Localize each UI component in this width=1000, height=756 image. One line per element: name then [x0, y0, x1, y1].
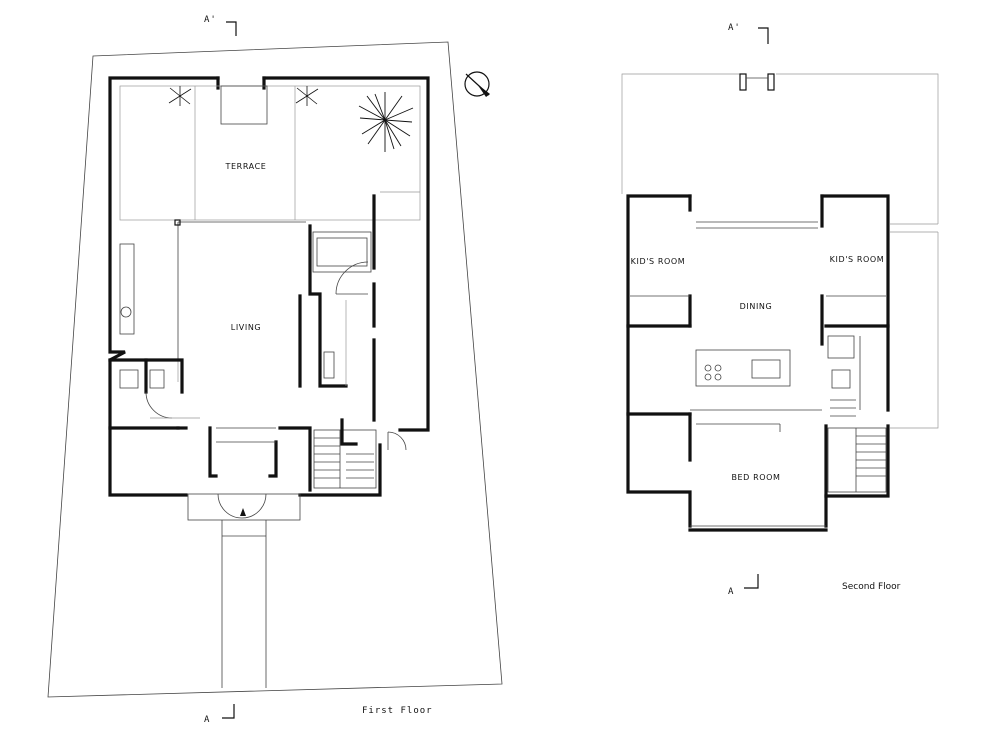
entrance-porch [187, 493, 301, 521]
shrub-icon [295, 86, 319, 106]
washbasin-icon [120, 306, 132, 318]
kids-room-right-label: KID'S ROOM [830, 255, 885, 264]
kids-room-left-label: KID'S ROOM [631, 257, 686, 266]
toilet-icon [827, 335, 855, 359]
shrub-icon [168, 86, 192, 106]
second-floor-plan: KID'S ROOM KID'S ROOM DINING BED ROOM A'… [621, 23, 939, 597]
terrace-label: TERRACE [225, 162, 267, 171]
bedroom-label: BED ROOM [731, 473, 780, 482]
dining-label: DINING [740, 302, 773, 311]
section-mark-top: A' [728, 23, 741, 33]
living-label: LIVING [231, 323, 261, 332]
exterior-wall [108, 76, 220, 497]
first-floor-plan: TERRACE LIVING A' A First Floor [47, 15, 503, 725]
exterior-wall [298, 443, 382, 497]
entrance-arrow-icon [240, 508, 246, 516]
side-counter [119, 243, 135, 335]
stove-icon [704, 364, 712, 372]
first-floor-title: First Floor [362, 706, 433, 716]
north-arrow-icon [464, 71, 490, 97]
door-swing [335, 261, 369, 295]
toilet-icon [119, 369, 139, 389]
section-mark-bottom: A [204, 715, 210, 725]
section-mark-top: A' [204, 15, 217, 25]
section-mark-bottom: A [728, 587, 734, 597]
kitchen-counter [695, 349, 791, 387]
tree-icon [358, 92, 414, 152]
exterior-wall [262, 76, 430, 432]
sink-icon [751, 359, 781, 379]
terrace-outline [119, 85, 421, 221]
terrace-planter [220, 85, 268, 125]
second-floor-title: Second Floor [842, 582, 901, 592]
bathtub-icon [312, 231, 372, 273]
entry-door-swing [217, 493, 243, 519]
roof-outline [621, 73, 742, 194]
stair [313, 429, 377, 489]
site-boundary [47, 41, 503, 698]
